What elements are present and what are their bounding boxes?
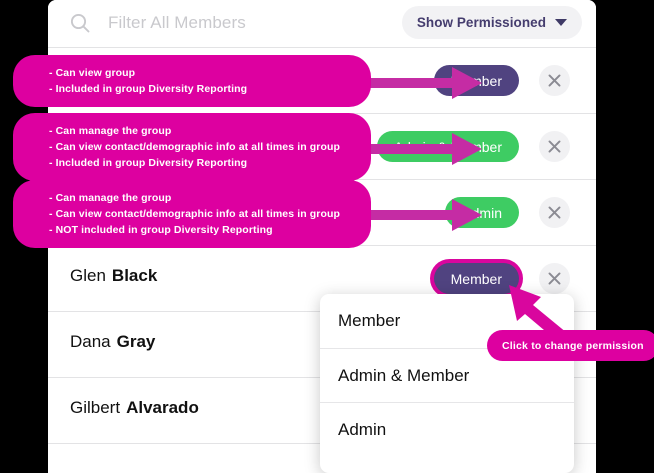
card-header: Filter All Members Show Permissioned <box>48 0 596 47</box>
callout-line: - Included in group Diversity Reporting <box>49 157 248 169</box>
dropdown-option-admin[interactable]: Admin <box>320 402 574 456</box>
callout-admin-member: - Can manage the group - Can view contac… <box>13 113 371 181</box>
dropdown-option-member[interactable]: Member <box>338 311 401 330</box>
tip-label: Click to change permission <box>502 339 644 352</box>
last-name: Alvarado <box>126 398 199 417</box>
permission-dropdown-menu[interactable]: Member Admin & Member Admin <box>320 294 574 473</box>
tip-bubble: Click to change permission <box>487 330 654 361</box>
dropdown-option-admin-member[interactable]: Admin & Member <box>320 348 574 402</box>
callout-line: - Included in group Diversity Reporting <box>49 83 248 95</box>
callout-line: - Can view group <box>49 67 136 79</box>
show-permissioned-button[interactable]: Show Permissioned <box>401 6 582 39</box>
search-icon <box>68 11 92 35</box>
remove-member-button[interactable] <box>539 263 570 294</box>
chevron-down-icon <box>555 19 567 26</box>
last-name: Black <box>111 266 158 285</box>
member-name: Gilbert Alvarado <box>70 398 199 418</box>
tip-arrow <box>509 285 567 341</box>
first-name: Dana <box>70 332 111 351</box>
callout-admin: - Can manage the group - Can view contac… <box>13 180 371 248</box>
callout-arrow-member <box>355 67 482 99</box>
first-name: Gilbert <box>70 398 121 417</box>
permission-badge-member-selected[interactable]: Member <box>433 263 519 294</box>
close-icon <box>548 74 561 87</box>
show-permissioned-label: Show Permissioned <box>416 15 546 30</box>
callout-line: - Can manage the group <box>49 125 172 137</box>
callout-line: - Can view contact/demographic info at a… <box>49 208 340 220</box>
close-icon <box>548 206 561 219</box>
first-name: Glen <box>70 266 106 285</box>
callout-line: - Can manage the group <box>49 192 172 204</box>
callout-member: - Can view group - Included in group Div… <box>13 55 371 107</box>
callout-line: - Can view contact/demographic info at a… <box>49 141 340 153</box>
remove-member-button[interactable] <box>539 65 570 96</box>
last-name: Gray <box>116 332 156 351</box>
callout-arrow-admin <box>355 199 482 231</box>
close-icon <box>548 272 561 285</box>
remove-member-button[interactable] <box>539 131 570 162</box>
search-input[interactable]: Filter All Members <box>108 13 246 32</box>
member-name: Dana Gray <box>70 332 155 352</box>
callout-line: - NOT included in group Diversity Report… <box>49 224 273 236</box>
member-name: Glen Black <box>70 266 157 286</box>
callout-arrow-admin-member <box>355 133 482 165</box>
remove-member-button[interactable] <box>539 197 570 228</box>
close-icon <box>548 140 561 153</box>
